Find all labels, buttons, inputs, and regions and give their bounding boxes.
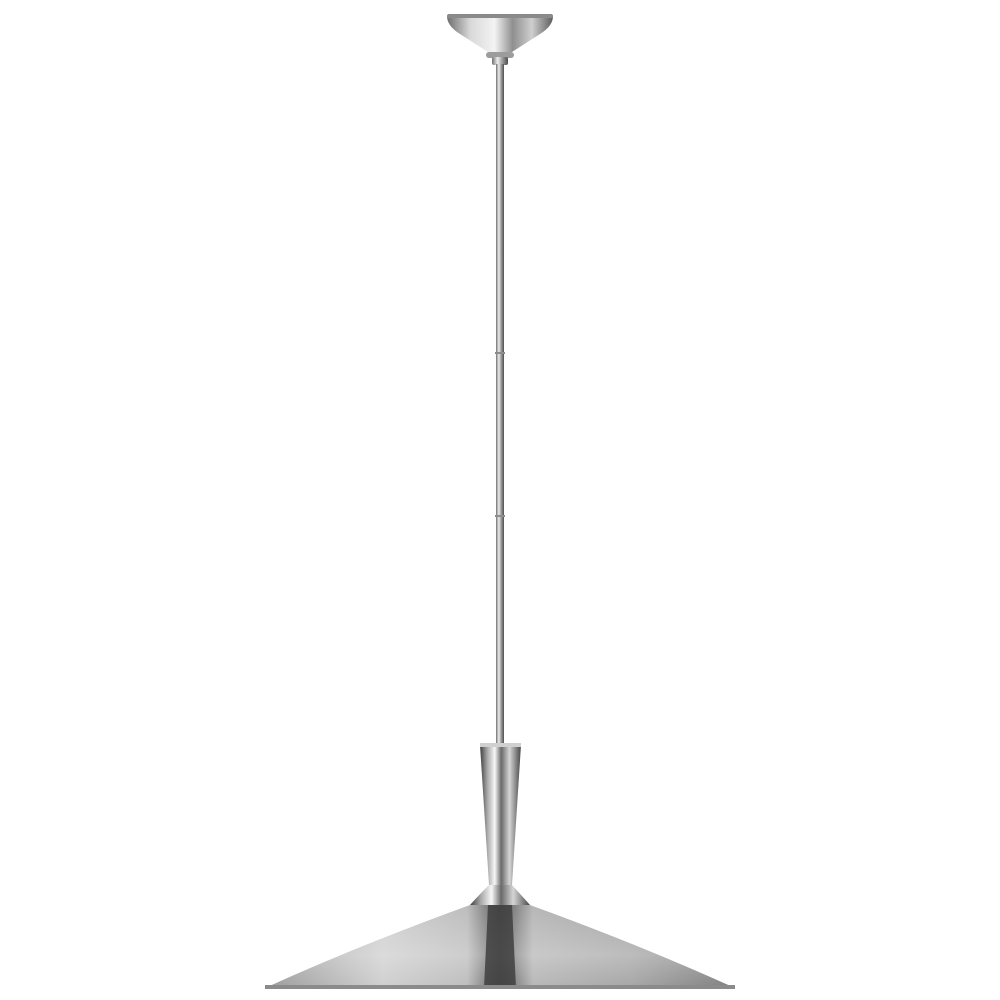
ceiling-canopy <box>447 14 553 65</box>
down-rod <box>495 64 505 748</box>
tapered-neck <box>470 743 530 905</box>
lamp-shade <box>265 905 735 989</box>
